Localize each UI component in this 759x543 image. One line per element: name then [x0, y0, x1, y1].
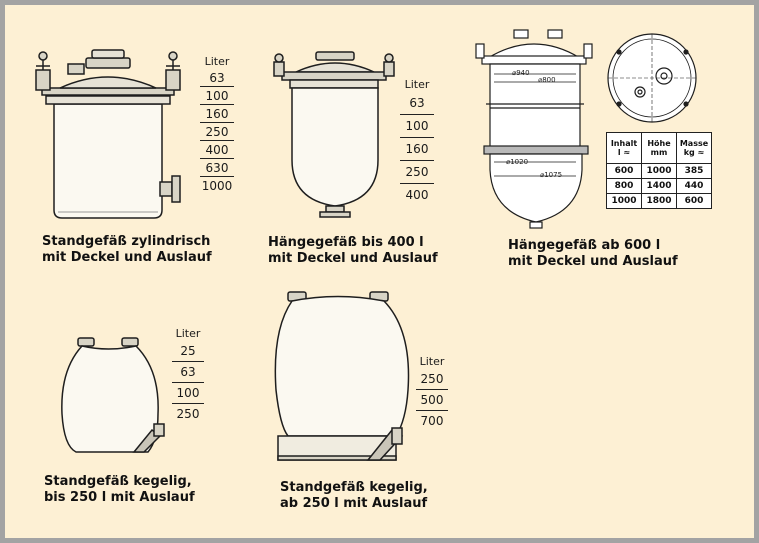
volume-item: 25 [172, 341, 204, 362]
caption-line: ab 250 l mit Auslauf [280, 496, 428, 511]
volume-item: 250 [176, 407, 200, 421]
volume-item: 400 [200, 141, 234, 159]
volume-item: 100 [400, 115, 434, 138]
dimension-label: ⌀1075 [540, 171, 563, 179]
spec-header: Höhe mm [641, 132, 677, 164]
caption-line: Standgefäß zylindrisch [42, 234, 211, 249]
volume-item: 400 [405, 188, 429, 202]
volume-list-hanging-small: Liter 63 100 160 250 400 [400, 78, 434, 206]
caption-cylindrical: Standgefäß zylindrisch mit Deckel und Au… [42, 234, 212, 266]
spec-cell: 600 [606, 163, 642, 179]
volume-item: 63 [172, 362, 204, 383]
caption-conical-large: Standgefäß kegelig, ab 250 l mit Auslauf [280, 480, 428, 512]
spec-cell: 1000 [641, 163, 677, 179]
caption-line: Standgefäß kegelig, [44, 474, 192, 489]
volume-item: 700 [420, 414, 444, 428]
table-row: 1000 1800 600 [606, 193, 712, 209]
volume-item: 250 [200, 123, 234, 141]
spec-header: Masse kg ≈ [676, 132, 712, 164]
spec-cell: 1800 [641, 193, 677, 209]
dimension-label: ⌀800 [538, 76, 556, 84]
volume-item: 250 [400, 161, 434, 184]
volume-item: 100 [172, 383, 204, 404]
caption-hanging-large: Hängegefäß ab 600 l mit Deckel und Ausla… [508, 238, 678, 270]
volume-item: 500 [416, 390, 448, 411]
volume-header: Liter [419, 355, 445, 368]
spec-cell: 385 [676, 163, 712, 179]
caption-line: bis 250 l mit Auslauf [44, 490, 195, 505]
table-row: 600 1000 385 [606, 163, 712, 179]
caption-line: mit Deckel und Auslauf [268, 251, 438, 266]
volume-list-conical-large: Liter 250 500 700 [416, 355, 448, 431]
volume-item: 63 [400, 92, 434, 115]
volume-item: 63 [200, 69, 234, 87]
spec-cell: 800 [606, 178, 642, 194]
spec-cell: 1000 [606, 193, 642, 209]
vessel-hanging-large-drawing [475, 29, 697, 229]
volume-item: 160 [400, 138, 434, 161]
volume-header: Liter [204, 55, 230, 68]
dimension-label: ⌀1020 [506, 158, 529, 166]
vessel-conical-large-drawing [274, 291, 410, 461]
spec-cell: 440 [676, 178, 712, 194]
table-row: 800 1400 440 [606, 178, 712, 194]
spec-table: Inhalt l ≈ Höhe mm Masse kg ≈ 600 1000 3… [606, 132, 712, 209]
caption-hanging-small: Hängegefäß bis 400 l mit Deckel und Ausl… [268, 235, 438, 267]
caption-line: mit Deckel und Auslauf [508, 254, 678, 269]
spec-header: Inhalt l ≈ [606, 132, 642, 164]
caption-line: Hängegefäß ab 600 l [508, 238, 661, 253]
caption-line: Hängegefäß bis 400 l [268, 235, 424, 250]
volume-item: 250 [416, 369, 448, 390]
caption-line: Standgefäß kegelig, [280, 480, 428, 495]
volume-header: Liter [404, 78, 430, 91]
volume-item: 630 [200, 159, 234, 177]
vessel-conical-small-drawing [61, 337, 165, 453]
volume-header: Liter [175, 327, 201, 340]
spec-cell: 600 [676, 193, 712, 209]
volume-list-conical-small: Liter 25 63 100 250 [172, 327, 204, 424]
vessel-cylindrical-drawing [35, 49, 181, 219]
caption-conical-small: Standgefäß kegelig, bis 250 l mit Auslau… [44, 474, 195, 506]
caption-line: mit Deckel und Auslauf [42, 250, 212, 265]
volume-list-cylindrical: Liter 63 100 160 250 400 630 1000 [200, 55, 234, 194]
volume-item: 160 [200, 105, 234, 123]
spec-cell: 1400 [641, 178, 677, 194]
volume-item: 1000 [201, 179, 233, 193]
dimension-label: ⌀940 [512, 69, 530, 77]
vessel-hanging-small-drawing [273, 51, 395, 218]
volume-item: 100 [200, 87, 234, 105]
